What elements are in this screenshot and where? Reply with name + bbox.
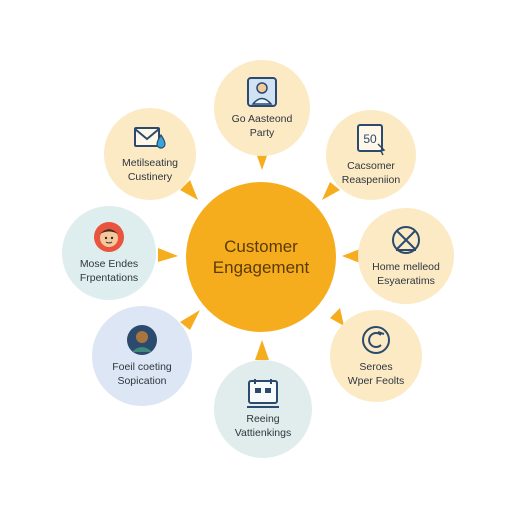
arrow-bottom-right [330, 308, 344, 326]
person-face-icon [92, 220, 126, 254]
node-top-left-label-2: Custinery [127, 171, 173, 183]
node-top-label-2: Party [249, 127, 275, 139]
arrow-right [342, 249, 360, 263]
calendar-board-icon [245, 377, 281, 409]
node-top-right-label-2: Reaspeniion [341, 174, 401, 186]
person-portrait-icon [245, 75, 279, 109]
node-bottom-label-2: Vattienkings [234, 427, 292, 439]
node-left-label-2: Frpentations [79, 272, 139, 284]
node-right-label-1: Home melleod [372, 261, 440, 274]
node-bottom-left-label-1: Foeil coeting [112, 361, 172, 374]
arrow-bottom [255, 340, 269, 360]
node-top-left: Metilseating Custinery [104, 108, 196, 200]
node-top-right: 50 Cacsomer Reaspeniion [326, 110, 416, 200]
node-bottom-right: Seroes Wper Feolts [330, 310, 422, 402]
envelope-drop-icon [132, 123, 168, 153]
node-bottom-label-1: Reeing [246, 413, 280, 426]
node-bottom: Reeing Vattienkings [214, 360, 312, 458]
person-avatar-icon [125, 323, 159, 357]
node-left: Mose Endes Frpentations [62, 206, 156, 300]
arrow-bottom-left [180, 310, 200, 330]
node-right: Home melleod Esyaeratims [358, 208, 454, 304]
center-hub: Customer Engagement [186, 182, 336, 332]
arrow-left [158, 248, 178, 262]
node-right-label-2: Esyaeratims [377, 275, 435, 287]
discount-badge-icon: 50 [354, 122, 388, 156]
svg-text:50: 50 [363, 132, 377, 146]
node-top: Go Aasteond Party [214, 60, 310, 156]
target-cross-icon [389, 223, 423, 257]
node-bottom-right-label-2: Wper Feolts [347, 375, 405, 387]
copyright-circle-icon [359, 323, 393, 357]
node-bottom-right-label-1: Seroes [359, 361, 393, 374]
node-left-label-1: Mose Endes [79, 258, 139, 271]
arrow-top-right [322, 182, 340, 200]
node-bottom-left: Foeil coeting Sopication [92, 306, 192, 406]
node-top-label-1: Go Aasteond [231, 113, 293, 126]
center-title-line2: Engagement [212, 258, 310, 277]
node-bottom-left-label-2: Sopication [117, 375, 167, 387]
node-top-right-label-1: Cacsomer [347, 160, 395, 173]
node-top-left-label-1: Metilseating [121, 157, 179, 170]
center-title-line1: Customer [224, 236, 298, 256]
arrow-top-left [180, 180, 198, 200]
